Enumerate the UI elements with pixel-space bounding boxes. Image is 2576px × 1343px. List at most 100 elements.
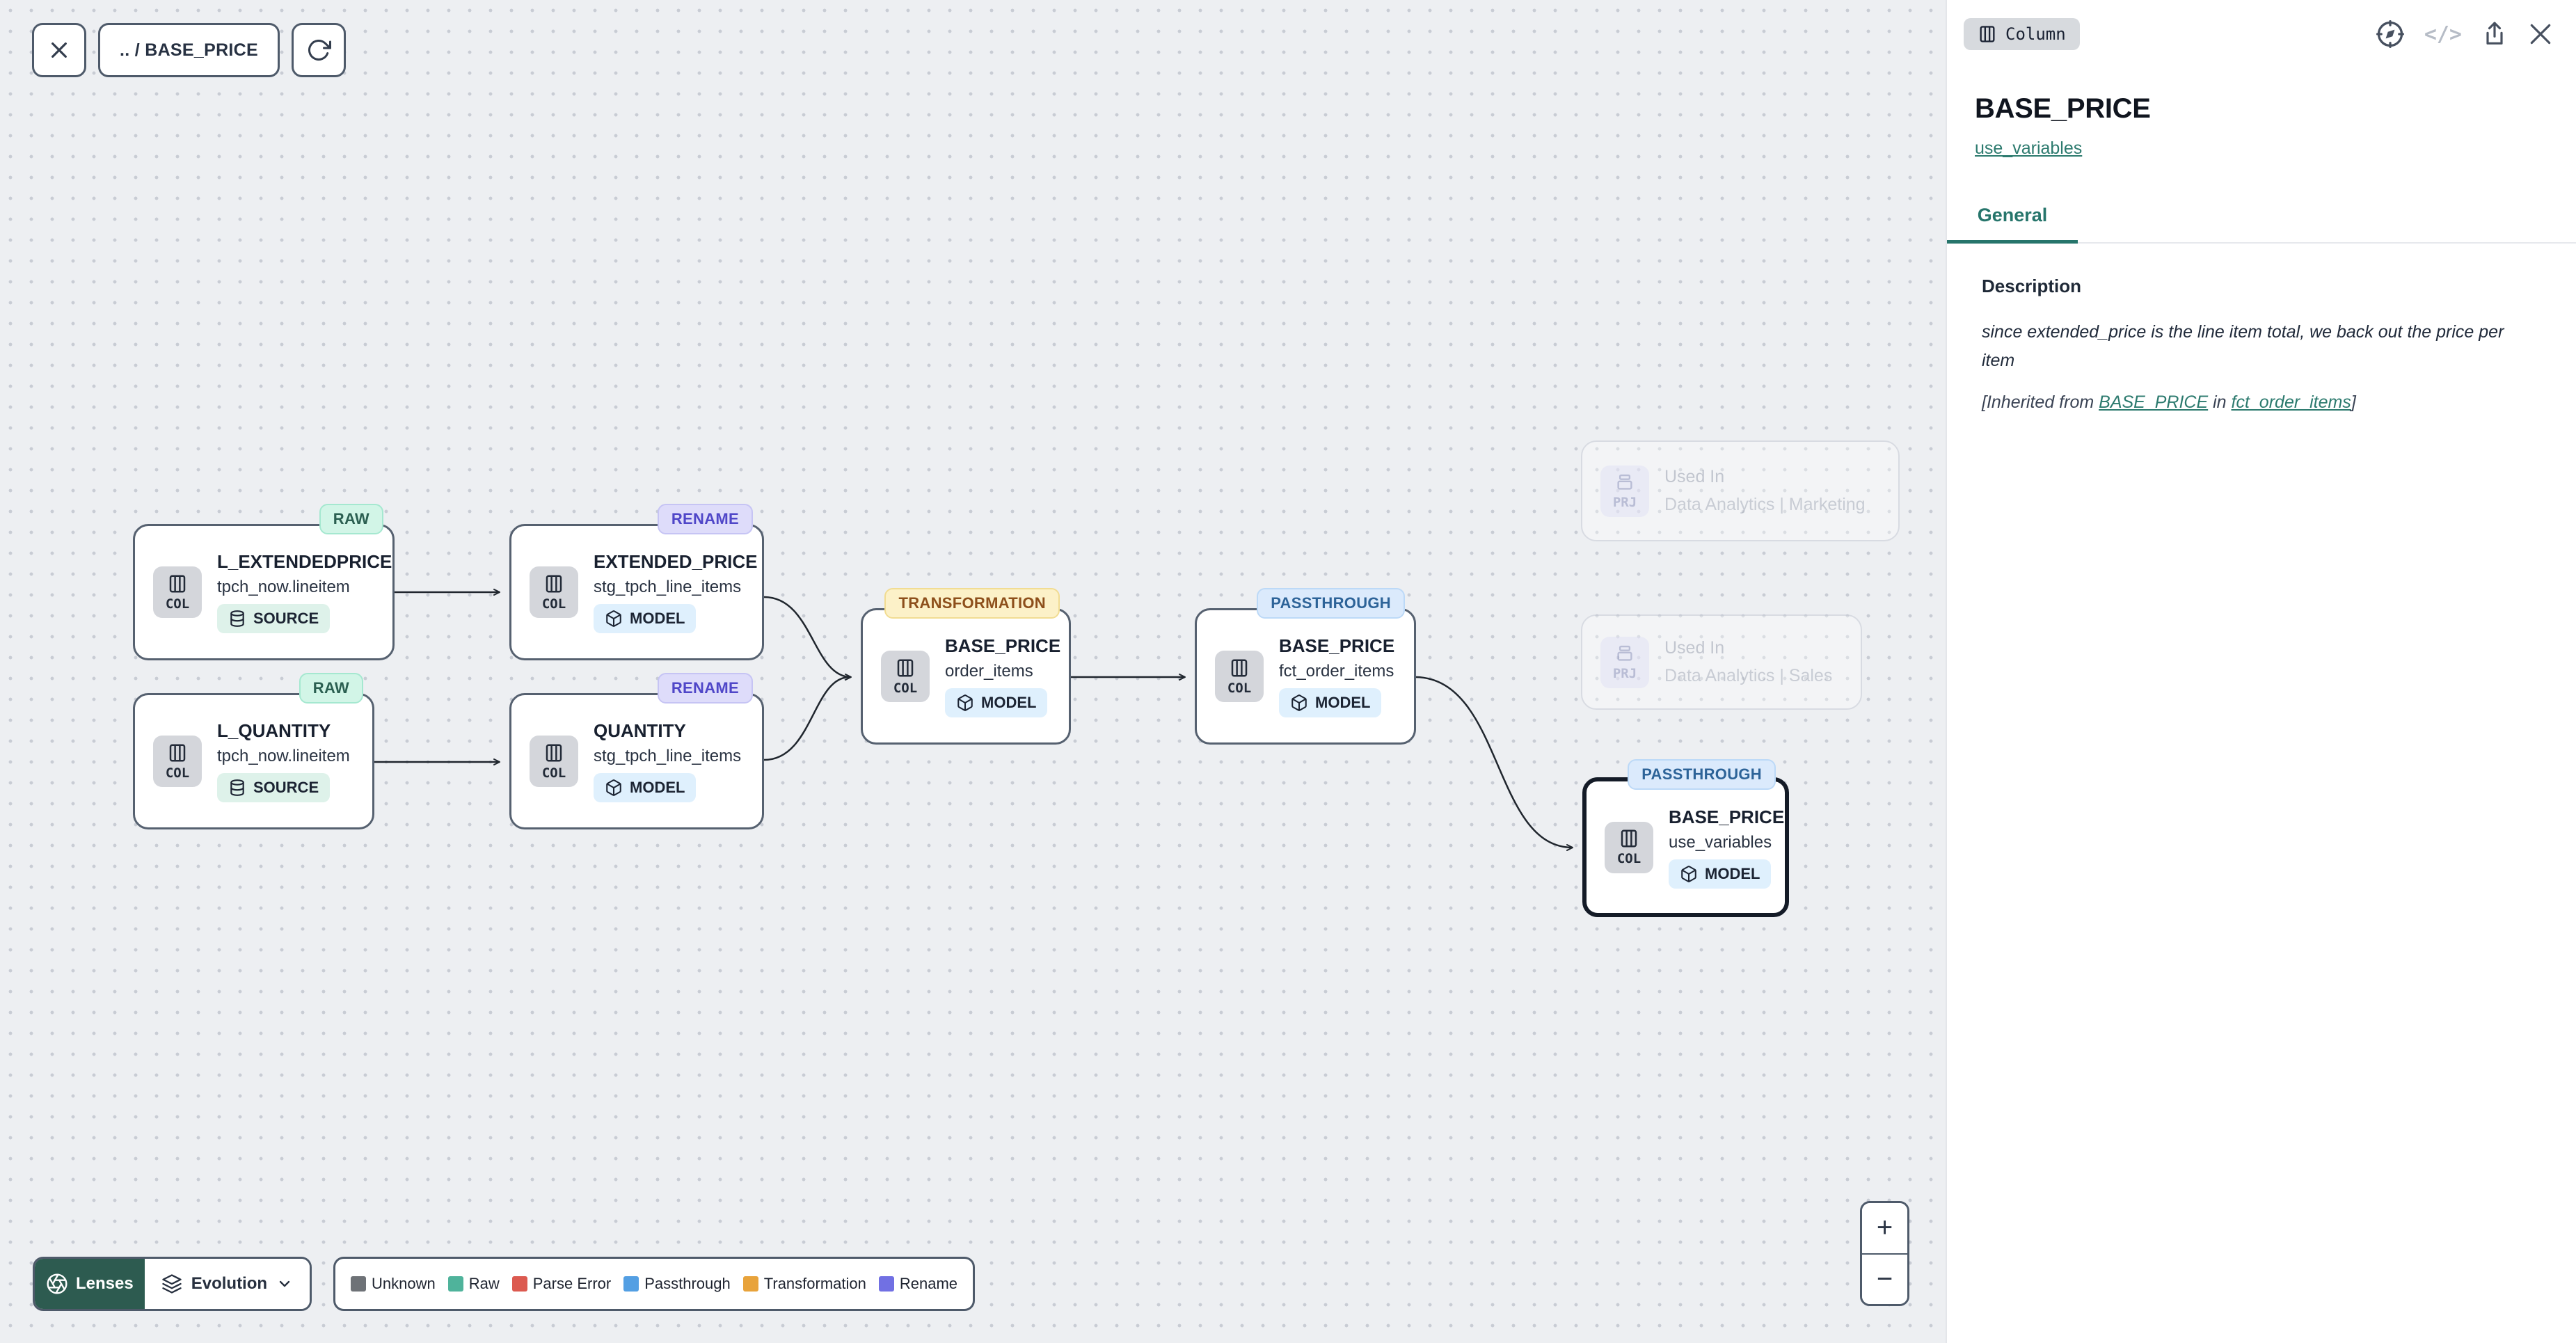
columns-icon: [543, 573, 564, 594]
lens-badge: PASSTHROUGH: [1257, 588, 1405, 619]
zoom-in-button[interactable]: +: [1862, 1203, 1907, 1253]
columns-icon: [543, 742, 564, 763]
code-icon[interactable]: </>: [2424, 22, 2462, 47]
inherited-model-link[interactable]: fct_order_items: [2232, 392, 2351, 412]
lens-badge: PASSTHROUGH: [1628, 759, 1776, 790]
breadcrumb[interactable]: .. / BASE_PRICE: [98, 23, 280, 77]
project-stack-icon: [1614, 472, 1635, 493]
lenses-label: Lenses: [76, 1274, 134, 1294]
compass-icon[interactable]: [2375, 19, 2406, 49]
description-section: Description since extended_price is the …: [1947, 244, 2576, 413]
legend-label: Rename: [900, 1275, 957, 1293]
kind-label: MODEL: [1315, 694, 1370, 712]
model-cube-icon: [1680, 865, 1698, 883]
lineage-node[interactable]: PASSTHROUGHCOLBASE_PRICEuse_variablesMOD…: [1582, 777, 1789, 917]
column-tile-label: COL: [1617, 851, 1641, 866]
node-subtitle: use_variables: [1669, 833, 1767, 852]
lineage-node[interactable]: TRANSFORMATIONCOLBASE_PRICEorder_itemsMO…: [861, 608, 1071, 745]
column-tile: COL: [881, 651, 930, 702]
node-subtitle: fct_order_items: [1279, 662, 1394, 681]
zoom-controls: + −: [1860, 1201, 1909, 1306]
panel-header: Column </>: [1947, 0, 2576, 50]
column-tile: COL: [530, 736, 578, 787]
lineage-node[interactable]: RAWCOLL_QUANTITYtpch_now.lineitemSOURCE: [133, 693, 374, 829]
column-tile-label: COL: [166, 765, 189, 781]
tab-general[interactable]: General: [1947, 205, 2078, 244]
columns-icon: [167, 573, 188, 594]
lineage-node[interactable]: RAWCOLL_EXTENDEDPRICEtpch_now.lineitemSO…: [133, 524, 395, 660]
node-subtitle: order_items: [945, 662, 1051, 681]
kind-label: SOURCE: [253, 610, 319, 628]
model-cube-icon: [1290, 694, 1308, 712]
layers-icon: [161, 1273, 182, 1294]
lenses-button[interactable]: Lenses: [35, 1259, 145, 1309]
legend-swatch: [743, 1276, 758, 1292]
used-in-project-name: Data Analytics | Sales: [1664, 666, 1832, 686]
kind-badge: SOURCE: [217, 604, 330, 633]
kind-badge: MODEL: [594, 604, 696, 633]
kind-label: MODEL: [630, 779, 685, 797]
columns-icon: [1619, 828, 1639, 849]
panel-title: BASE_PRICE: [1975, 93, 2576, 125]
entity-type-badge: Column: [1964, 18, 2080, 50]
kind-badge: MODEL: [1279, 688, 1381, 717]
inherited-middle: in: [2208, 392, 2231, 412]
model-cube-icon: [605, 610, 623, 628]
node-subtitle: stg_tpch_line_items: [594, 578, 744, 597]
kind-badge: MODEL: [594, 773, 696, 802]
node-title: BASE_PRICE: [945, 635, 1051, 657]
inherited-column-link[interactable]: BASE_PRICE: [2099, 392, 2208, 412]
column-tile: COL: [153, 566, 202, 618]
used-in-node[interactable]: PRJUsed InData Analytics | Sales: [1581, 614, 1862, 710]
column-tile-label: COL: [893, 681, 917, 696]
node-subtitle: stg_tpch_line_items: [594, 747, 741, 766]
lineage-node[interactable]: RENAMECOLQUANTITYstg_tpch_line_itemsMODE…: [509, 693, 764, 829]
legend-swatch: [351, 1276, 366, 1292]
used-in-label: Used In: [1664, 467, 1866, 487]
share-icon[interactable]: [2481, 20, 2509, 48]
column-tile: COL: [530, 566, 578, 618]
used-in-project-name: Data Analytics | Marketing: [1664, 495, 1866, 515]
graph-toolbar: .. / BASE_PRICE: [32, 23, 346, 77]
columns-icon: [1978, 24, 1997, 44]
inherited-prefix: [Inherited from: [1982, 392, 2099, 412]
detail-panel: Column </> BASE_PRICE use_variables Gene…: [1946, 0, 2576, 1343]
legend-swatch: [623, 1276, 639, 1292]
column-tile-label: COL: [542, 596, 566, 612]
model-cube-icon: [956, 694, 974, 712]
kind-label: MODEL: [630, 610, 685, 628]
model-link[interactable]: use_variables: [1975, 138, 2082, 159]
close-graph-button[interactable]: [32, 23, 86, 77]
columns-icon: [895, 658, 916, 678]
column-tile-label: COL: [166, 596, 189, 612]
lens-dropdown[interactable]: Evolution: [145, 1259, 310, 1309]
node-subtitle: tpch_now.lineitem: [217, 578, 374, 597]
description-heading: Description: [1982, 276, 2541, 297]
lens-legend: UnknownRawParse ErrorPassthroughTransfor…: [333, 1257, 975, 1311]
database-icon: [228, 610, 246, 628]
used-in-node[interactable]: PRJUsed InData Analytics | Marketing: [1581, 440, 1900, 541]
legend-swatch: [879, 1276, 894, 1292]
node-title: L_EXTENDEDPRICE: [217, 551, 374, 573]
lens-badge: RAW: [319, 504, 383, 534]
lens-badge: RENAME: [658, 504, 753, 534]
lineage-node[interactable]: RENAMECOLEXTENDED_PRICEstg_tpch_line_ite…: [509, 524, 764, 660]
legend-swatch: [512, 1276, 527, 1292]
kind-label: MODEL: [1705, 865, 1760, 883]
legend-item: Passthrough: [623, 1275, 731, 1293]
kind-label: SOURCE: [253, 779, 319, 797]
lineage-node[interactable]: PASSTHROUGHCOLBASE_PRICEfct_order_itemsM…: [1195, 608, 1416, 745]
lens-badge: RAW: [299, 673, 363, 704]
panel-actions: </>: [2375, 19, 2554, 49]
zoom-out-button[interactable]: −: [1862, 1253, 1907, 1305]
project-tile: PRJ: [1600, 637, 1649, 688]
columns-icon: [1229, 658, 1250, 678]
close-panel-icon[interactable]: [2527, 21, 2554, 47]
refresh-button[interactable]: [292, 23, 346, 77]
kind-label: MODEL: [981, 694, 1036, 712]
legend-label: Parse Error: [533, 1275, 611, 1293]
entity-type-label: Column: [2005, 24, 2066, 44]
legend-item: Transformation: [743, 1275, 866, 1293]
project-tile-label: PRJ: [1613, 666, 1637, 681]
legend-label: Unknown: [372, 1275, 436, 1293]
